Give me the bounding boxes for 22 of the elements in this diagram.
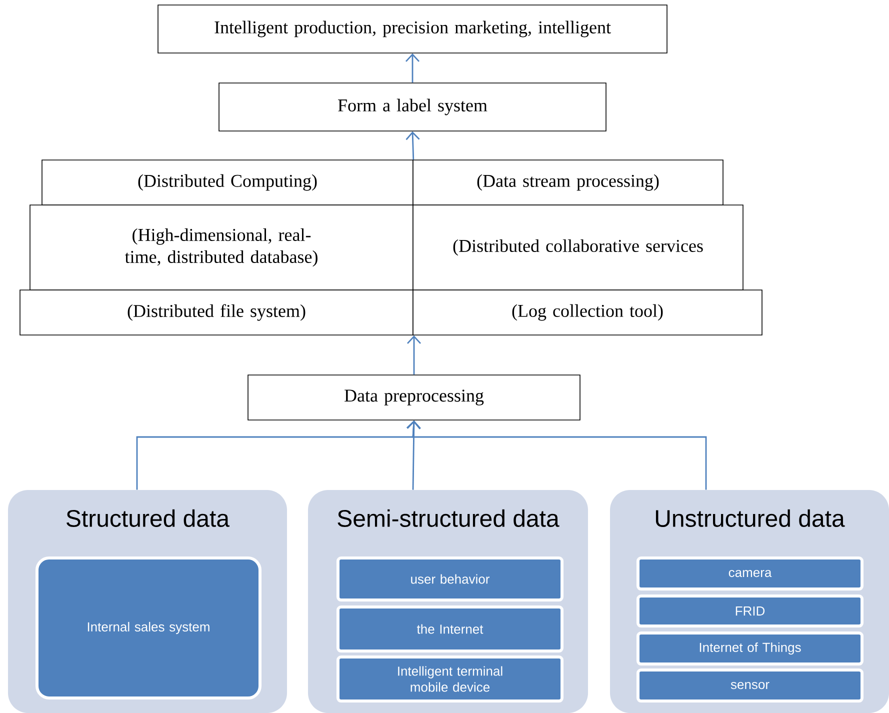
process-box: Data preprocessing — [248, 374, 580, 420]
arrow — [406, 131, 420, 160]
arrow — [406, 420, 707, 490]
process-box: (High-dimensional, real-time, distributed database) — [30, 204, 414, 290]
data-source-box: Internet of Things — [636, 632, 864, 666]
arrow — [406, 420, 421, 490]
data-source-box: user behavior — [336, 556, 564, 602]
process-box: (Log collection tool) — [412, 290, 762, 336]
data-source-box: the Internet — [336, 606, 564, 652]
process-box: (Distributed Computing) — [42, 160, 414, 206]
process-box: (Distributed collaborative services — [412, 204, 744, 290]
process-box: (Data stream processing) — [412, 160, 724, 206]
data-source-box: Intelligent terminal mobile device — [336, 656, 564, 702]
data-source-box: Internal sales system — [36, 556, 262, 700]
process-box: (Distributed file system) — [20, 290, 414, 336]
data-source-box: camera — [636, 556, 864, 590]
process-box: Intelligent production, precision marketing, intelligent — [158, 4, 668, 54]
arrow — [407, 335, 422, 375]
arrow — [406, 53, 420, 83]
process-box: Form a label system — [218, 82, 606, 132]
data-source-box: FRID — [636, 594, 864, 628]
data-source-box: sensor — [636, 668, 864, 702]
